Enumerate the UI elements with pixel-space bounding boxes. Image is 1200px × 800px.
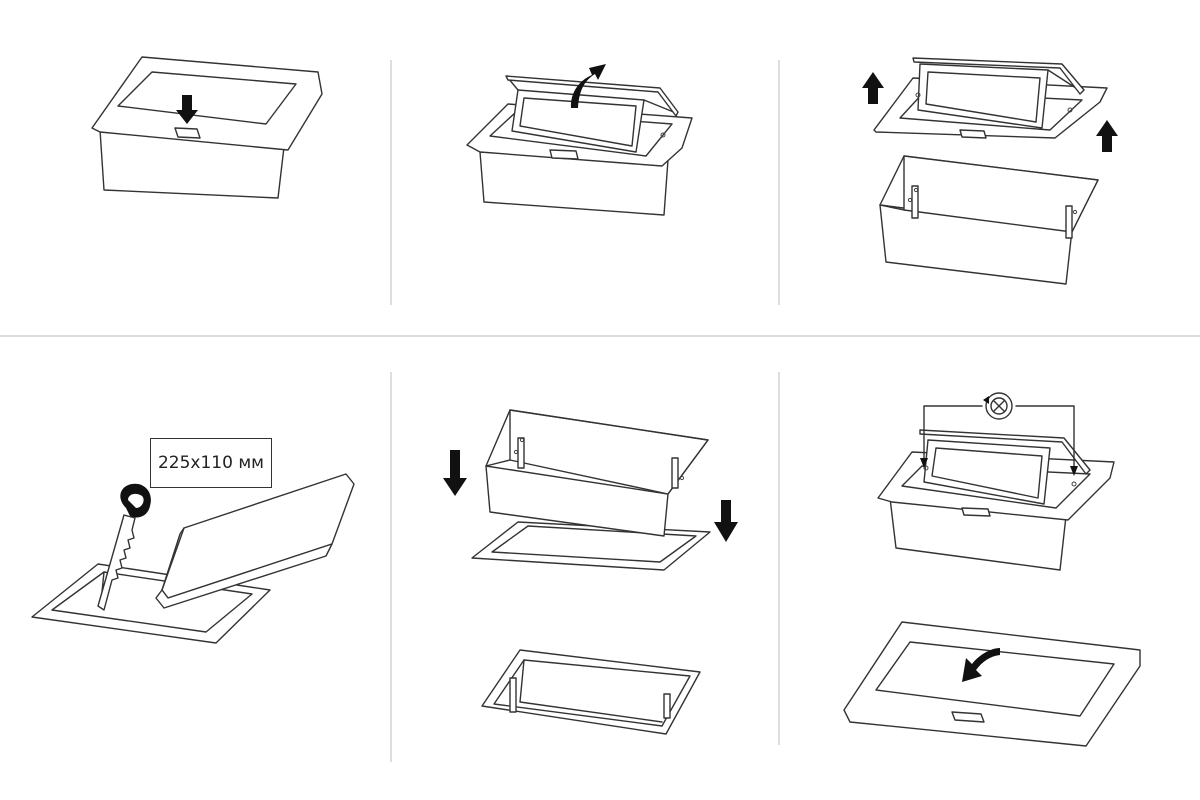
step-2-open-box bbox=[466, 75, 693, 216]
cutout-dimension-label: 225x110 мм bbox=[150, 438, 272, 488]
saw-icon bbox=[97, 483, 151, 611]
press-down-arrow-icon bbox=[176, 95, 198, 124]
step-4-removed-panel bbox=[155, 473, 355, 609]
screw-callout-lines bbox=[920, 405, 1078, 476]
step-1-closed-box bbox=[91, 56, 323, 199]
step-3-base-box bbox=[879, 155, 1099, 285]
rotate-back-arrow-icon bbox=[962, 648, 1000, 682]
step-6-cover-plate bbox=[843, 621, 1141, 747]
lift-up-arrows-icon bbox=[862, 72, 1118, 152]
step-6-mounted-box bbox=[877, 429, 1115, 571]
step-5-base-box bbox=[485, 409, 709, 537]
step-5-installed-box bbox=[481, 649, 701, 735]
lift-curved-arrow-icon bbox=[570, 64, 606, 108]
screw-tighten-icon bbox=[983, 392, 1013, 420]
step-5-worktop-cutout bbox=[471, 521, 711, 571]
insert-down-arrows-icon bbox=[443, 450, 738, 542]
step-3-frame-lifted bbox=[873, 57, 1108, 139]
